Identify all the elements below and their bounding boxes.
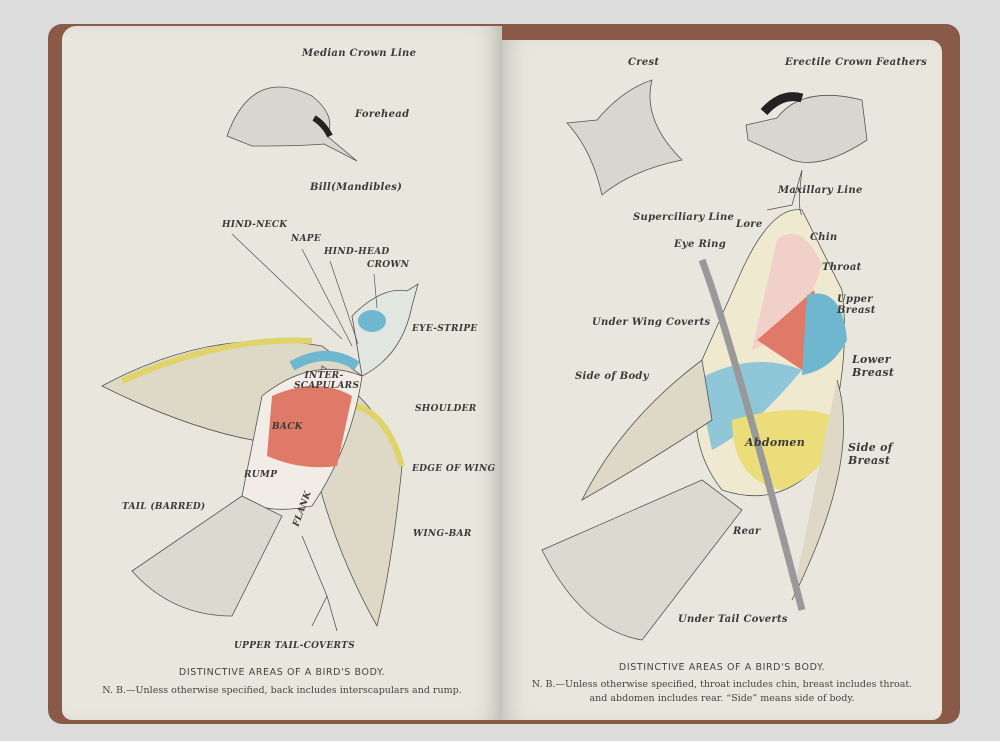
label-erectile-crown-feathers: Erectile Crown Feathers — [785, 57, 928, 68]
label-forehead: Forehead — [355, 109, 410, 120]
label-upper-breast: Upper Breast — [837, 294, 876, 316]
label-nape: NAPE — [291, 234, 322, 244]
label-rump: RUMP — [244, 470, 278, 480]
label-interscapulars: INTER-SCAPULARS — [294, 371, 360, 391]
bird-illustration-front — [541, 79, 868, 641]
left-page: Median Crown Line Forehead Bill(Mandible… — [62, 26, 502, 720]
label-side-of-breast: Side of Breast — [848, 441, 893, 467]
left-caption: DISTINCTIVE AREAS OF A BIRD'S BODY. — [178, 667, 386, 678]
label-maxillary-line: Maxillary Line — [778, 185, 863, 196]
right-caption: DISTINCTIVE AREAS OF A BIRD'S BODY. — [618, 662, 826, 673]
label-rear: Rear — [733, 526, 761, 537]
label-median-crown-line: Median Crown Line — [302, 48, 417, 59]
label-hind-neck: HIND-NECK — [222, 220, 288, 230]
label-under-tail-coverts: Under Tail Coverts — [678, 614, 788, 625]
label-eye-ring: Eye Ring — [674, 239, 727, 250]
label-crest: Crest — [628, 57, 660, 68]
bird-illustration-back — [101, 86, 419, 632]
label-wing-bar: WING-BAR — [413, 529, 472, 539]
label-bill: Bill(Mandibles) — [310, 182, 403, 193]
label-throat: Throat — [822, 262, 862, 273]
label-edge-of-wing: EDGE OF WING — [412, 464, 496, 474]
label-superciliary-line: Superciliary Line — [633, 212, 735, 223]
label-crown: CROWN — [367, 260, 410, 270]
label-lore: Lore — [736, 219, 763, 230]
label-eye-stripe: EYE-STRIPE — [412, 324, 478, 334]
label-hind-head: HIND-HEAD — [324, 247, 390, 257]
label-tail-barred: TAIL (BARRED) — [122, 502, 206, 512]
label-back: BACK — [272, 422, 303, 432]
label-side-of-body: Side of Body — [575, 371, 649, 382]
label-upper-tail-coverts: UPPER TAIL-COVERTS — [234, 641, 355, 651]
label-abdomen: Abdomen — [745, 436, 805, 449]
label-shoulder: SHOULDER — [415, 404, 477, 414]
right-page: Crest Erectile Crown Feathers Maxillary … — [502, 40, 942, 720]
right-note-line1: N. B.—Unless otherwise specified, throat… — [531, 679, 913, 690]
label-lower-breast: Lower Breast — [852, 353, 895, 379]
left-note: N. B.—Unless otherwise specified, back i… — [102, 685, 462, 696]
label-under-wing-coverts: Under Wing Coverts — [592, 317, 711, 328]
label-chin: Chin — [810, 232, 838, 243]
right-note-line2: and abdomen includes rear. “Side” means … — [589, 693, 855, 704]
